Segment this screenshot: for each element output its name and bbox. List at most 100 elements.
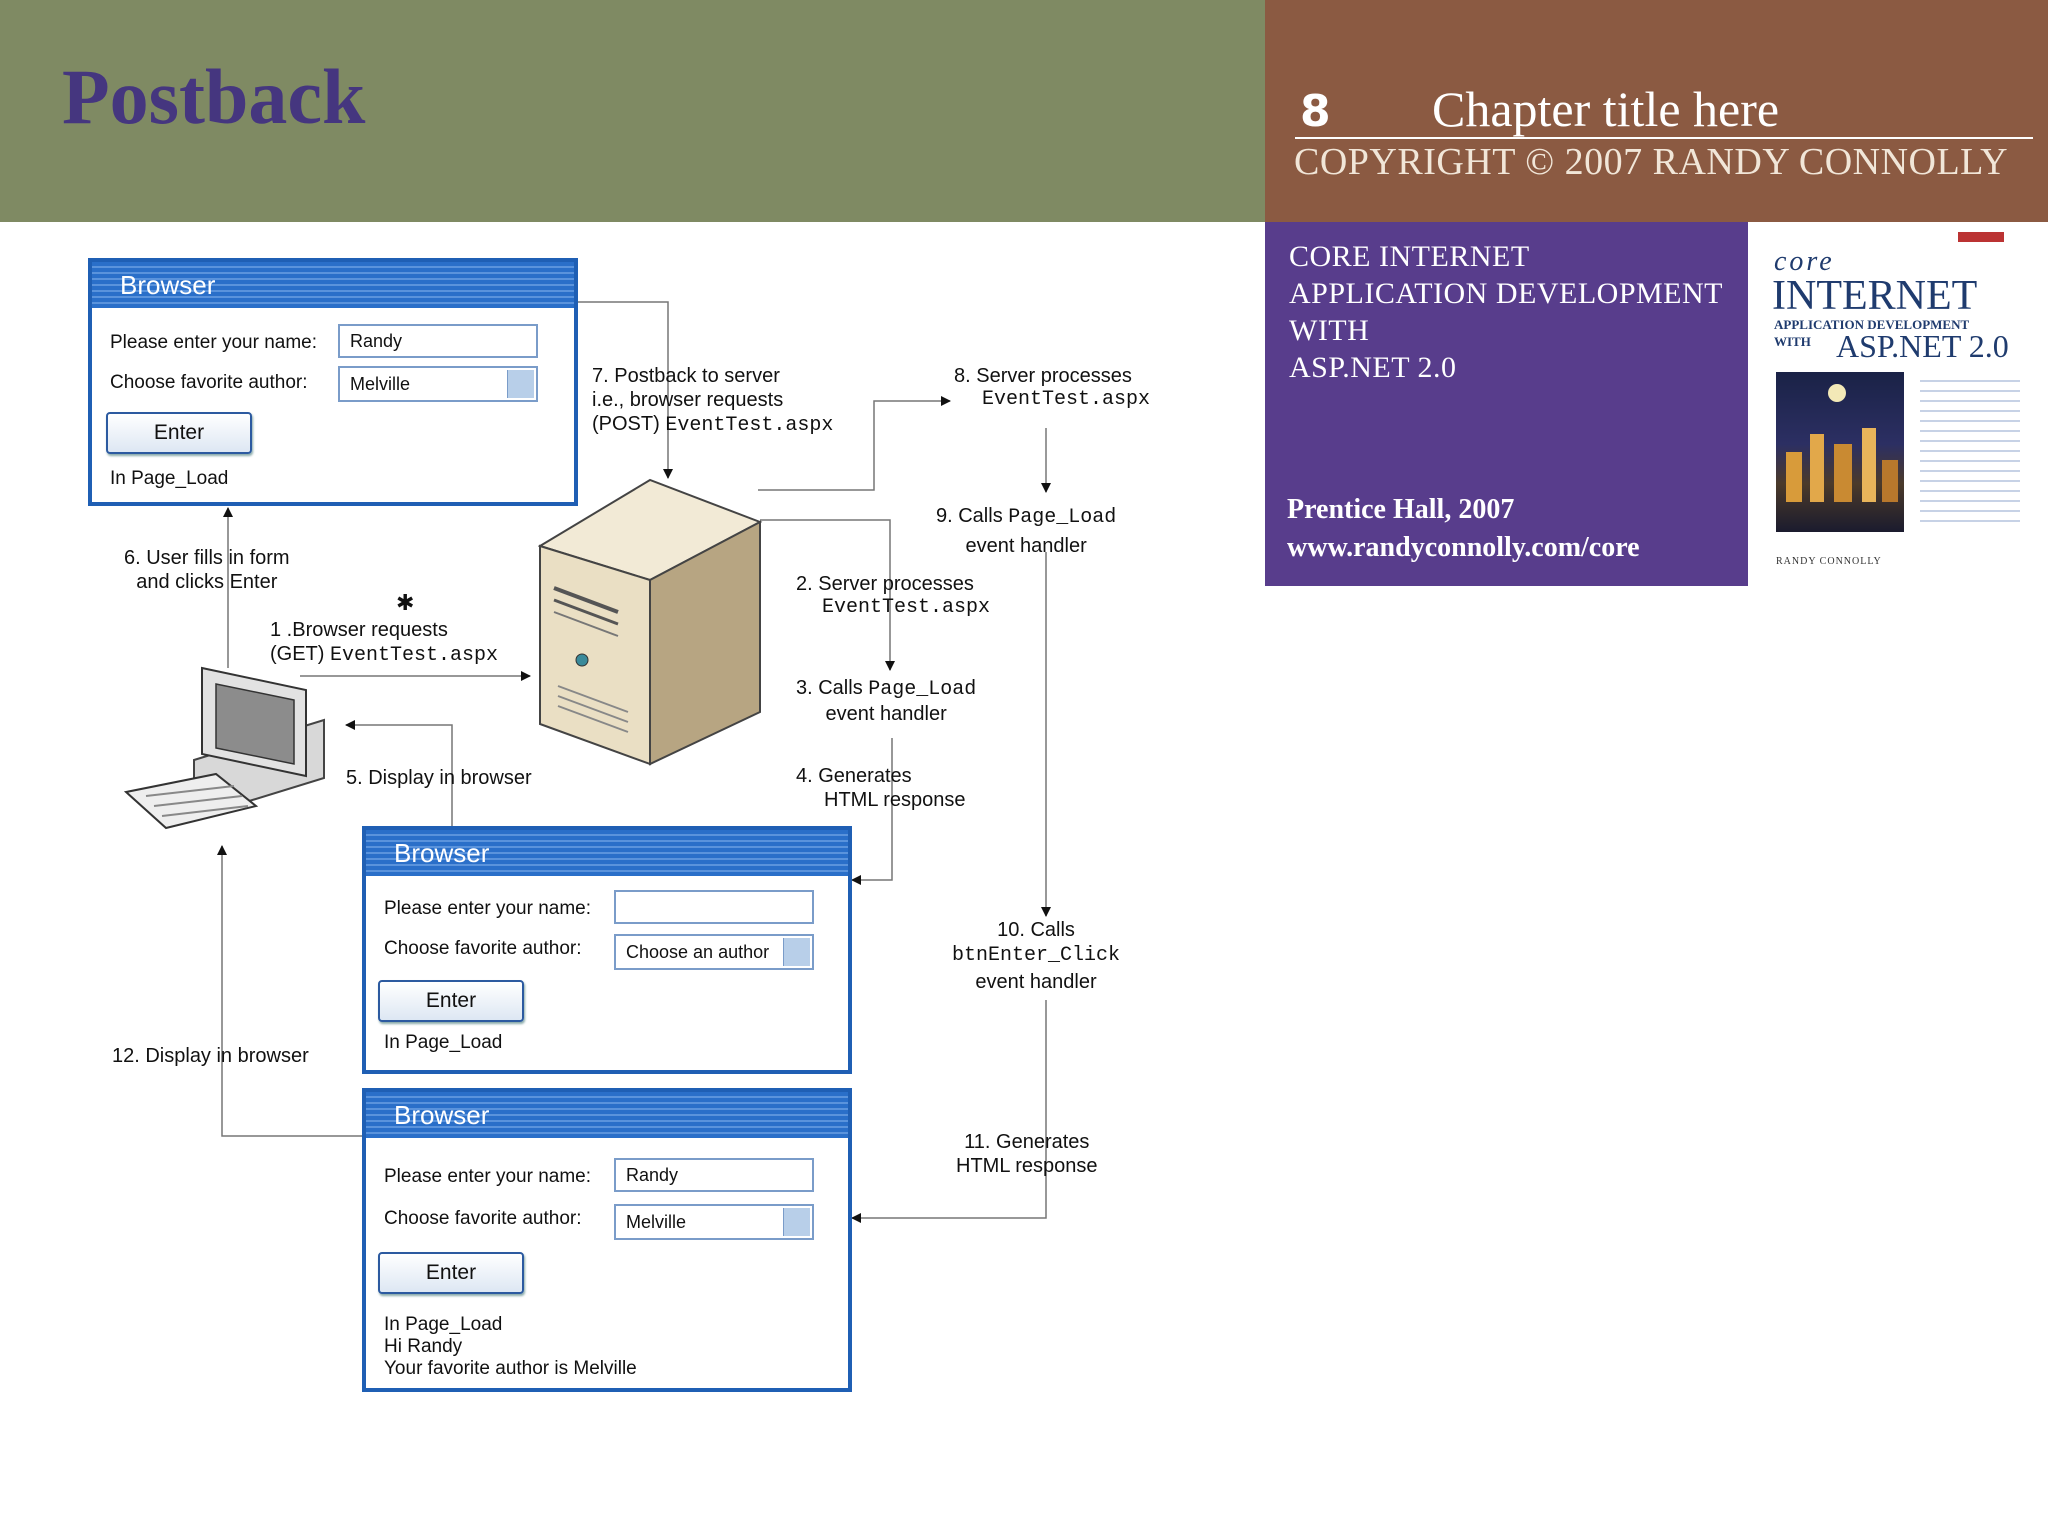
step-4-line: 4. Generates [796, 765, 912, 787]
cover-series: core [1774, 246, 1835, 277]
step-7-code: EventTest.aspx [665, 414, 834, 437]
name-label: Please enter your name: [110, 332, 318, 353]
name-input[interactable]: Randy [338, 324, 538, 358]
output-line: Hi Randy [384, 1336, 463, 1357]
chapter-title: Chapter title here [1432, 81, 1780, 137]
step-3-line: 3. Calls [796, 677, 869, 699]
step-11-line: 11. Generates [964, 1131, 1090, 1153]
step-7-line: (POST) [592, 413, 666, 435]
step-5-label: 5. Display in browser [346, 767, 532, 789]
step-7-line: 7. Postback to server [592, 365, 780, 387]
cursor-icon: ✱ [396, 591, 414, 616]
slide-title: Postback [62, 53, 366, 140]
cover-tech: ASP.NET 2.0 [1836, 328, 2009, 364]
step-10-code: btnEnter_Click [952, 944, 1121, 967]
book-title-line: WITH [1289, 314, 1370, 347]
enter-button[interactable]: Enter [106, 412, 252, 454]
step-10-line: event handler [975, 971, 1097, 993]
cover-blurb [1920, 372, 2020, 522]
author-label: Choose favorite author: [110, 372, 308, 393]
browser-window-initial: Browser Please enter your name: Randy Ch… [88, 258, 578, 506]
step-3-label: 3. Calls Page_Load event handler [796, 676, 976, 726]
name-input[interactable]: Randy [614, 1158, 814, 1192]
cover-author: RANDY CONNOLLY [1776, 556, 1882, 567]
enter-button[interactable]: Enter [378, 980, 524, 1022]
computer-icon [124, 666, 325, 830]
header-left-band [0, 0, 1265, 222]
step-2-label: 2. Server processes EventTest.aspx [796, 572, 990, 620]
publisher: Prentice Hall, 2007 [1287, 494, 1515, 525]
browser-title: Browser [394, 1100, 490, 1130]
step-7-line: i.e., browser requests [592, 389, 784, 411]
step-4-line: HTML response [824, 789, 966, 811]
step-9-label: 9. Calls Page_Load event handler [936, 504, 1116, 558]
name-input[interactable] [614, 890, 814, 924]
book-title-line: APPLICATION DEVELOPMENT [1289, 277, 1723, 310]
name-label: Please enter your name: [384, 898, 592, 919]
path-server-processes [760, 519, 895, 671]
browser-title-bar: Browser [366, 1092, 848, 1138]
step-6-line: 6. User fills in form [124, 547, 290, 569]
chapter-divider [1295, 137, 2033, 139]
step-4-label: 4. Generates HTML response [796, 764, 966, 812]
step-11-line: HTML response [956, 1155, 1098, 1177]
server-icon [538, 478, 763, 766]
step-6-label: 6. User fills in form and clicks Enter [124, 546, 290, 594]
step-9-line: event handler [965, 535, 1087, 557]
step-8-label: 8. Server processes EventTest.aspx [954, 364, 1150, 412]
browser-title-bar: Browser [366, 830, 848, 876]
book-info-panel: CORE INTERNET APPLICATION DEVELOPMENT WI… [1265, 222, 1748, 586]
browser-title-bar: Browser [92, 262, 574, 308]
path-postback [578, 301, 673, 479]
path-generates-response [851, 738, 893, 885]
author-select[interactable]: Choose an author [614, 934, 814, 970]
step-1-line: (GET) [270, 643, 330, 665]
step-1-code: EventTest.aspx [330, 644, 499, 667]
chevron-down-icon [507, 370, 534, 398]
step-1-line: 1 .Browser requests [270, 619, 448, 641]
step-6-line: and clicks Enter [136, 571, 278, 593]
path-display-browser [345, 720, 453, 826]
browser-title: Browser [120, 270, 216, 300]
book-title-line: ASP.NET 2.0 [1289, 351, 1457, 384]
header-right-band [1265, 0, 2048, 222]
building [1810, 434, 1824, 502]
book-title-line: CORE INTERNET [1289, 240, 1530, 273]
book-url[interactable]: www.randyconnolly.com/core [1287, 532, 1640, 563]
step-2-code: EventTest.aspx [822, 596, 991, 619]
cover-title: INTERNET [1772, 273, 1978, 319]
path-generates-response-2 [851, 1000, 1047, 1223]
step-10-line: 10. Calls [997, 919, 1075, 941]
name-label: Please enter your name: [384, 1166, 592, 1187]
browser-window-postback-response: Browser Please enter your name: Randy Ch… [362, 1088, 852, 1392]
step-7-label: 7. Postback to server i.e., browser requ… [592, 364, 833, 438]
step-3-code: Page_Load [868, 678, 977, 701]
step-1-label: 1 .Browser requests (GET) EventTest.aspx [270, 618, 498, 668]
step-3-line: event handler [825, 703, 947, 725]
step-9-line: 9. Calls [936, 505, 1009, 527]
chevron-down-icon [783, 1208, 810, 1236]
book-cover: core INTERNET APPLICATION DEVELOPMENT WI… [1748, 222, 2048, 570]
chapter-number: 8 [1300, 86, 1331, 137]
step-11-label: 11. Generates HTML response [956, 1130, 1098, 1178]
author-select-value: Choose an author [626, 942, 770, 962]
author-select[interactable]: Melville [614, 1204, 814, 1240]
author-select[interactable]: Melville [338, 366, 538, 402]
browser-window-first-response: Browser Please enter your name: Choose f… [362, 826, 852, 1074]
step-12-label: 12. Display in browser [112, 1045, 309, 1067]
author-select-value: Melville [350, 374, 411, 394]
author-select-value: Melville [626, 1212, 687, 1232]
step-10-label: 10. Calls btnEnter_Click event handler [952, 918, 1120, 994]
step-8-code: EventTest.aspx [982, 388, 1151, 411]
city-night-image [1776, 372, 1904, 532]
building [1834, 444, 1852, 502]
step-2-line: 2. Server processes [796, 573, 974, 595]
chevron-down-icon [783, 938, 810, 966]
enter-button[interactable]: Enter [378, 1252, 524, 1294]
browser-title: Browser [394, 838, 490, 868]
path-display-browser-2 [217, 845, 364, 1137]
author-label: Choose favorite author: [384, 938, 582, 959]
step-9-code: Page_Load [1008, 506, 1117, 529]
building [1786, 452, 1802, 502]
